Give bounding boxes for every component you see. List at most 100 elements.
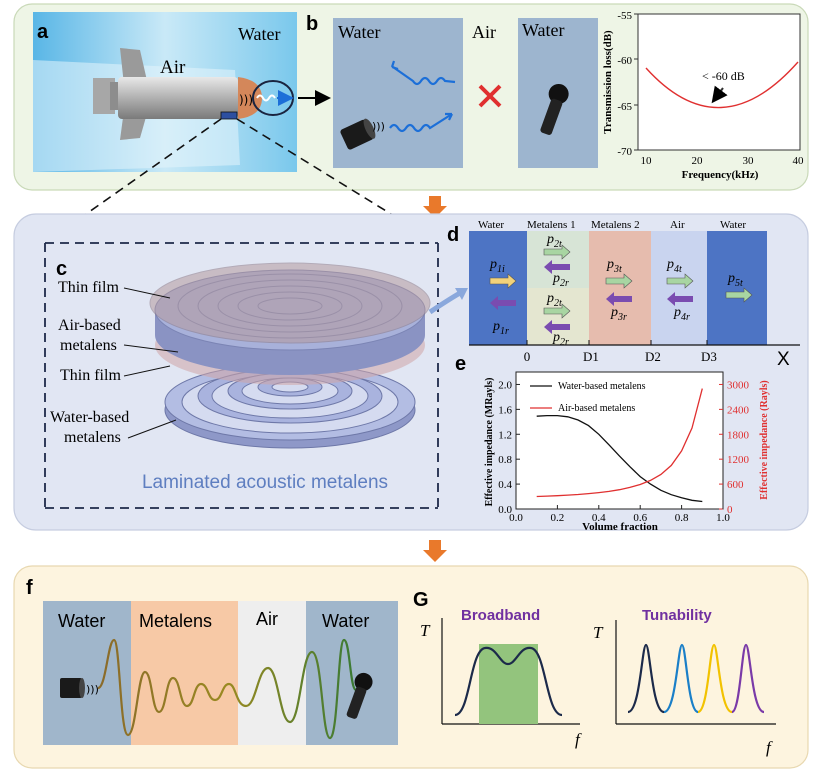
d-tick-d2: D2 <box>645 349 661 364</box>
label-water-metalens-2: metalens <box>64 429 121 446</box>
tl-ytick-2: -60 <box>617 55 632 67</box>
tl-ytick-3: -65 <box>617 101 632 113</box>
speaker-wave-icon: ))) <box>239 93 253 107</box>
d-label-air: Air <box>670 219 685 231</box>
e-series-line-water-based <box>536 414 703 503</box>
d-label-metalens2: Metalens 2 <box>591 219 640 231</box>
g-peak-1 <box>627 643 665 714</box>
tl-xlabel: Frequency(kHz) <box>682 169 759 181</box>
f-label-metalens: Metalens <box>139 611 212 631</box>
f-transducer-icon <box>60 678 85 698</box>
tl-curve <box>645 61 799 109</box>
wave-p3r: p3r <box>610 305 627 323</box>
tl-ylabel: Transmission loss(dB) <box>602 30 614 134</box>
hydrophone-icon <box>540 83 569 135</box>
legend-water-based: Water-based metalens <box>558 381 646 392</box>
e-left-tick-label: 2.0 <box>498 379 512 391</box>
tl-xtick-3: 30 <box>743 155 755 167</box>
g-right-x-axis: f <box>766 738 773 757</box>
g-broadband-band <box>479 644 538 724</box>
wave-p2r-bottom: p2r <box>552 330 569 348</box>
label-thin-film-top: Thin film <box>58 279 119 296</box>
e-x-tick-label: 1.0 <box>716 512 730 524</box>
panel-c: c Thin film Air-based <box>50 258 431 493</box>
b-water-left-label: Water <box>338 22 381 42</box>
panel-f: f Water Metalens Air Water ))) <box>26 577 398 745</box>
panel-d-letter: d <box>447 224 459 246</box>
e-legend: Water-based metalens Air-based metalens <box>530 381 646 414</box>
panel-g: G Broadband T f Tunability T f <box>413 589 776 757</box>
underwater-vehicle <box>93 48 262 140</box>
panel-a: a Water Air ))) <box>33 12 297 172</box>
transducer-icon <box>340 118 376 150</box>
e-right-tick-label: 0 <box>727 504 733 516</box>
g-tunability-title: Tunability <box>642 607 712 624</box>
tl-xtick-4: 40 <box>793 155 805 167</box>
e-left-tick-label: 0.8 <box>498 454 512 466</box>
panel-f-letter: f <box>26 577 33 599</box>
wave-p4t: p4t <box>666 257 682 275</box>
e-right-tick-label: 2400 <box>727 404 750 416</box>
e-x-tick-label: 0.8 <box>675 512 689 524</box>
g-right-y-axis: T <box>593 623 604 642</box>
e-right-tick-label: 1800 <box>727 429 750 441</box>
arrow-p1r <box>490 296 516 310</box>
wave-p1r: p1r <box>492 319 509 337</box>
tl-ytick-4: -70 <box>617 146 632 158</box>
wave-squiggle-icon <box>256 94 276 102</box>
d-tick-0: 0 <box>524 349 531 364</box>
e-x-tick-label: 0.0 <box>509 512 523 524</box>
panel-b: b Water Air Water ))) <box>306 10 804 181</box>
d-region-metalens2 <box>589 231 651 345</box>
wave-p4r: p4r <box>673 305 690 323</box>
panel-a-letter: a <box>37 21 49 43</box>
label-air-metalens-2: metalens <box>60 337 117 354</box>
d-label-water-left: Water <box>478 219 504 231</box>
e-right-tick-label: 1200 <box>727 454 750 466</box>
wave-p3t: p3t <box>606 257 622 275</box>
e-left-tick-label: 1.6 <box>498 404 512 416</box>
f-hydrophone-icon <box>346 672 373 719</box>
e-ylabel-right: Effective impedance (Rayls) <box>759 380 770 499</box>
label-air-metalens-1: Air-based <box>58 317 121 334</box>
d-label-metalens1: Metalens 1 <box>527 219 576 231</box>
g-peak-3 <box>697 643 733 714</box>
wave-p2t-top: p2t <box>546 232 562 250</box>
e-xlabel: Volume fraction <box>582 521 658 533</box>
caption-laminated-metalens: Laminated acoustic metalens <box>142 472 388 493</box>
panel-a-air-label: Air <box>160 57 186 78</box>
wave-p1i: p1i <box>489 257 505 275</box>
d-region-water-right <box>707 231 767 345</box>
g-broadband-title: Broadband <box>461 607 540 624</box>
d-region-air <box>651 231 707 345</box>
incident-wave-icon <box>389 113 453 133</box>
e-x-tick-label: 0.4 <box>592 512 606 524</box>
d-tick-d3: D3 <box>701 349 717 364</box>
arrow-p1i <box>489 273 517 289</box>
g-peak-4 <box>730 643 765 714</box>
e-x-tick-label: 0.6 <box>633 512 647 524</box>
b-air-label: Air <box>472 22 496 42</box>
e-series-line-air-based <box>536 388 703 498</box>
e-right-tick-label: 3000 <box>727 379 750 391</box>
f-label-water-right: Water <box>322 611 369 631</box>
orange-down-arrow-1 <box>423 196 447 218</box>
f-wave-curve <box>96 638 358 740</box>
label-water-metalens-1: Water-based <box>50 409 129 426</box>
d-label-water-right: Water <box>720 219 746 231</box>
e-plot-frame <box>515 371 724 510</box>
f-region-water-left <box>43 601 131 745</box>
blocked-x-icon <box>478 84 502 108</box>
tl-annotation: < -60 dB <box>702 69 745 83</box>
panel-b-letter: b <box>306 13 318 35</box>
tl-ytick-1: -55 <box>617 10 632 22</box>
e-left-tick-label: 0.4 <box>498 479 512 491</box>
d-region-water-left <box>469 231 527 345</box>
transducer-wave-icon: ))) <box>372 120 385 133</box>
transmission-loss-chart: -55 -60 -65 -70 10 20 30 40 Frequency(kH… <box>602 10 804 181</box>
wave-p2t-bottom: p2t <box>546 291 562 309</box>
g-peak-2 <box>663 643 699 714</box>
